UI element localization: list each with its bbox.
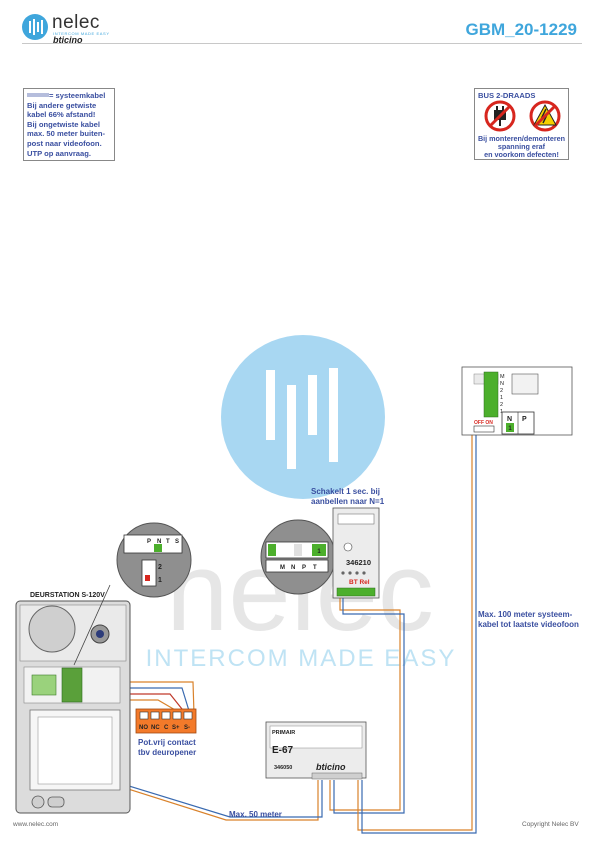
monitor-terminal-label: 2 — [500, 402, 503, 408]
actuator-terminal-icon — [268, 544, 276, 556]
actuator-note-line: Schakelt 1 sec. bij — [311, 487, 380, 496]
power-supply: PRIMAIR E-67 346050 bticino — [265, 721, 367, 780]
actuator-note-line: aanbellen naar N=1 — [311, 496, 385, 506]
door-station-terminal-icon — [31, 674, 57, 696]
bus-warning-box: BUS 2-DRAADS Bij monteren/demonteren spa… — [474, 88, 569, 160]
relay-terminal-no: NO — [139, 725, 148, 731]
monitor-np-value: 1 — [508, 426, 512, 432]
note-line: max. 50 meter buiten- — [27, 129, 106, 139]
address-selector-icon — [154, 544, 162, 552]
actuator-label-n: N — [291, 565, 295, 571]
system-cable-symbol-icon — [27, 93, 49, 97]
logo-tagline: INTERCOM MADE EASY — [53, 31, 110, 36]
actuator-module: 346210 BT Rel — [332, 507, 380, 599]
note-line: = systeemkabel — [49, 91, 106, 100]
door-station-terminal-zoom: P N T S 2 1 — [73, 522, 192, 666]
monitor-terminal-icon — [483, 371, 499, 418]
watermark-bars-icon — [266, 368, 338, 469]
relay-caption-line: tbv deuropener — [138, 747, 197, 757]
actuator-led-icon — [343, 542, 353, 552]
bus-warning-line: en voorkom defecten! — [484, 150, 559, 159]
power-primair-label: PRIMAIR — [272, 730, 295, 736]
cable-label-100m-line: kabel tot laatste videofoon — [478, 619, 579, 629]
screw-icon — [31, 795, 45, 809]
relay-contact: NO NC C S+ S- — [135, 708, 197, 734]
bus-warning-line: Bij monteren/demonteren — [477, 134, 566, 143]
relay-caption: Pot.vrij contact tbv deuropener — [138, 738, 196, 757]
bus-warning-text: Bij monteren/demonteren spanning eraf en… — [477, 135, 566, 159]
cable-note-box: = systeemkabel Bij andere getwiste kabel… — [23, 88, 115, 161]
actuator-rel-label: BT Rel — [349, 579, 370, 586]
actuator-zoom: 1 M N P T — [260, 519, 341, 595]
call-button-icon — [47, 796, 65, 808]
footer-copyright: Copyright Nelec BV — [522, 821, 579, 828]
bus-warning-title: BUS 2-DRAADS — [478, 91, 536, 100]
monitor-np-label-n: N — [507, 416, 512, 423]
document-id: GBM_20-1229 — [465, 20, 577, 39]
logo-name: nelec — [52, 12, 100, 33]
watermark-circle — [221, 335, 385, 499]
switch-value-2: 2 — [158, 564, 162, 571]
cable-label-50m: Max. 50 meter — [229, 810, 282, 819]
terminal-label-n: N — [157, 539, 161, 545]
terminal-label-s: S — [175, 539, 179, 545]
relay-terminal-nc: NC — [151, 725, 160, 731]
actuator-label-p: P — [302, 565, 306, 571]
no-high-voltage-icon — [529, 100, 561, 132]
monitor-screen-icon — [511, 373, 539, 395]
power-model: E-67 — [272, 745, 294, 756]
door-station: DEURSTATION S-120V — [15, 592, 131, 814]
logo-brand: bticino — [53, 35, 83, 45]
door-station-title: DEURSTATION S-120V — [30, 592, 105, 599]
terminal-label-t: T — [166, 539, 170, 545]
video-monitor: M N 2 1 2 1 N P 1 OFF ON — [461, 366, 573, 436]
actuator-detail-value: 1 — [317, 549, 321, 555]
switch-value-1: 1 — [158, 577, 162, 584]
actuator-label-t: T — [313, 565, 317, 571]
actuator-label-m: M — [280, 565, 285, 571]
cable-label-100m-line: Max. 100 meter systeem- — [478, 610, 573, 619]
note-line: post naar videofoon. — [27, 138, 102, 148]
power-code: 346050 — [274, 765, 292, 771]
note-line: UTP op aanvraag. — [27, 148, 92, 158]
monitor-power-switch-icon — [473, 425, 495, 433]
bus-warning-line: spanning eraf — [497, 142, 546, 151]
power-brand: bticino — [316, 762, 346, 772]
relay-terminal-s-plus: S+ — [172, 725, 180, 731]
note-line: kabel 66% afstand! — [27, 110, 96, 120]
monitor-terminal-label: 1 — [500, 409, 503, 415]
no-plug-icon — [484, 100, 516, 132]
watermark-tagline: INTERCOM MADE EASY — [146, 645, 457, 672]
monitor-terminal-label: M — [500, 374, 505, 380]
actuator-note: Schakelt 1 sec. bij aanbellen naar N=1 — [311, 487, 384, 506]
note-line: Bij ongetwiste kabel — [27, 119, 101, 129]
relay-terminal-s-minus: S- — [184, 725, 190, 731]
relay-terminal-c: C — [164, 725, 169, 731]
door-station-bus-terminal-icon — [61, 667, 83, 703]
camera-lens-icon — [96, 630, 104, 638]
header-divider — [22, 43, 582, 44]
footer-website: www.nelec.com — [13, 821, 59, 828]
nelec-logo-icon — [22, 14, 48, 40]
monitor-terminal-label: 2 — [500, 388, 503, 394]
cable-label-100m: Max. 100 meter systeem- kabel tot laatst… — [478, 610, 579, 629]
monitor-terminal-label: 1 — [500, 395, 503, 401]
speaker-icon — [28, 605, 76, 653]
monitor-switch-label: OFF ON — [474, 420, 493, 426]
watermark: nelec INTERCOM MADE EASY — [146, 335, 457, 672]
note-line: Bij andere getwiste — [27, 100, 97, 110]
dip-switch-icon — [141, 559, 157, 587]
monitor-np-label-p: P — [522, 416, 527, 423]
monitor-terminal-label: N — [500, 381, 504, 387]
terminal-label-p: P — [147, 539, 151, 545]
relay-caption-line: Pot.vrij contact — [138, 738, 196, 747]
actuator-model: 346210 — [346, 558, 371, 567]
